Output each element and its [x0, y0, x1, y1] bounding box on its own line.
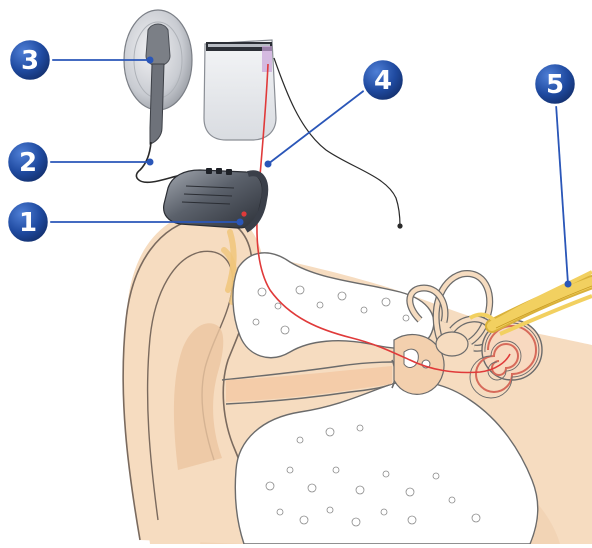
callout-number-2: 2	[19, 148, 37, 178]
callout-marker-2: 2	[7, 141, 49, 183]
callout-number-1: 1	[19, 208, 37, 238]
callout-number-3: 3	[21, 46, 39, 76]
callout-leaders	[42, 60, 568, 284]
callout-marker-1: 1	[7, 201, 49, 243]
callout-marker-3: 3	[9, 39, 51, 81]
transmitter-coil	[124, 10, 192, 144]
callout-number-5: 5	[546, 70, 564, 100]
speech-processor	[164, 168, 266, 230]
callout-marker-4: 4	[362, 59, 404, 101]
callout-number-4: 4	[374, 66, 392, 96]
callout-marker-5: 5	[534, 63, 576, 105]
implant-receiver-card	[204, 40, 276, 140]
